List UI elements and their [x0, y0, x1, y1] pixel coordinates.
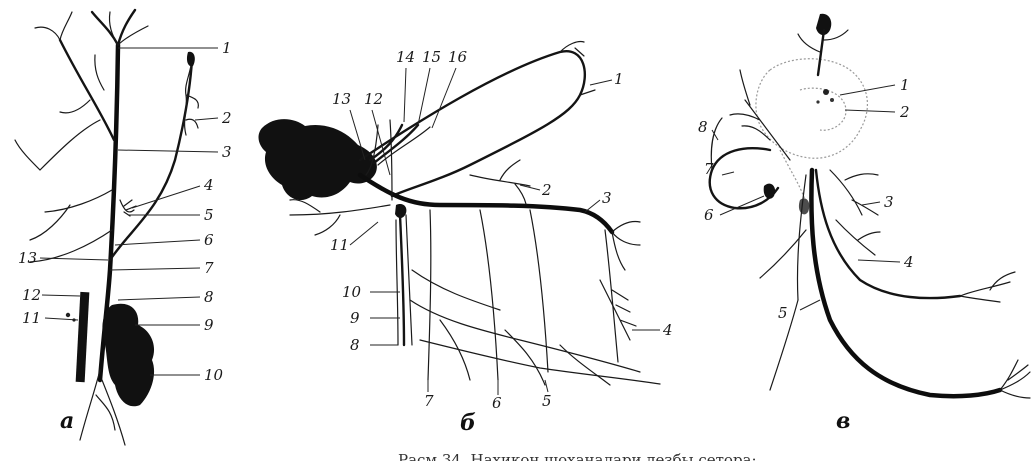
panel-b-labels: 1 2 3 4 5 6 7 8 9 10 11 12 13 14 15 16 б	[330, 48, 673, 436]
label-c-6: 6	[704, 206, 714, 224]
label-c-7: 7	[704, 160, 714, 178]
label-a-8: 8	[204, 288, 214, 306]
label-b-12: 12	[364, 90, 383, 108]
label-b-16: 16	[448, 48, 468, 66]
label-a-11: 11	[22, 309, 41, 327]
label-a-10: 10	[204, 366, 224, 384]
figure-caption: Расм 34. Нахикон шоханалари дезбы сетора…	[398, 451, 757, 461]
panel-b-drawing	[259, 41, 660, 395]
label-b-14: 14	[396, 48, 415, 66]
label-a-1: 1	[222, 39, 232, 57]
panel-letter-c: в	[836, 408, 850, 434]
label-a-7: 7	[204, 259, 214, 277]
label-c-8: 8	[698, 118, 708, 136]
label-a-3: 3	[222, 143, 232, 161]
label-b-8: 8	[350, 336, 360, 354]
label-b-3: 3	[602, 189, 612, 207]
label-b-11: 11	[330, 236, 349, 254]
label-b-4: 4	[662, 321, 673, 339]
label-a-6: 6	[204, 231, 214, 249]
panel-c-drawing	[710, 14, 1030, 398]
label-a-12: 12	[22, 286, 41, 304]
label-b-15: 15	[422, 48, 441, 66]
label-a-9: 9	[204, 316, 214, 334]
label-a-2: 2	[221, 109, 232, 127]
label-b-6: 6	[492, 394, 502, 412]
panel-c-labels: 1 2 3 4 5 6 7 8 в	[698, 76, 914, 434]
panel-letter-b: б	[460, 410, 476, 436]
label-b-13: 13	[332, 90, 351, 108]
label-b-10: 10	[342, 283, 362, 301]
panel-a-drawing	[15, 10, 218, 445]
label-b-1: 1	[614, 70, 624, 88]
panel-letter-a: а	[60, 408, 74, 434]
label-a-4: 4	[203, 176, 214, 194]
label-c-4: 4	[903, 253, 914, 271]
label-b-9: 9	[350, 309, 360, 327]
label-b-5: 5	[542, 392, 552, 410]
label-c-1: 1	[900, 76, 910, 94]
label-a-13: 13	[18, 249, 37, 267]
label-c-2: 2	[899, 103, 910, 121]
label-c-5: 5	[778, 304, 788, 322]
label-c-3: 3	[884, 193, 894, 211]
label-a-5: 5	[204, 206, 214, 224]
label-b-7: 7	[424, 392, 434, 410]
label-b-2: 2	[541, 181, 552, 199]
